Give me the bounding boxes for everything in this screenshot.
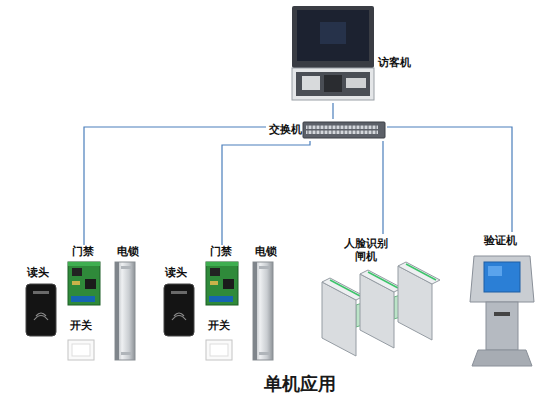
- device-label: 访客机: [374, 56, 414, 69]
- caption-area: 单机应用: [200, 372, 400, 396]
- device-label: 验证机: [480, 234, 520, 247]
- face-gate-part: [322, 278, 364, 300]
- network-cable: [332, 103, 333, 119]
- face-gate-part: [330, 280, 360, 296]
- verification-kiosk-part: [494, 312, 510, 316]
- network-switch-part: [303, 122, 385, 138]
- verification-kiosk: [470, 256, 534, 366]
- face-gate-part: [406, 264, 436, 280]
- verification-kiosk-part: [472, 350, 532, 366]
- caption-text: 单机应用: [200, 372, 400, 396]
- face-gate-part: [360, 270, 402, 292]
- face-gate-part: [368, 272, 398, 288]
- device-label: 人脸识别 闸机: [338, 237, 394, 263]
- face-gate-node: 人脸识别 闸机: [316, 234, 450, 360]
- device-label: 开关: [203, 319, 235, 332]
- reader-node: 读头: [160, 264, 198, 338]
- device-label: 电锁: [250, 245, 282, 258]
- switch-node: 交换机: [266, 119, 387, 141]
- controller-node: 门禁: [65, 245, 102, 307]
- lock-node: 电锁: [250, 245, 283, 362]
- device-label: 交换机: [267, 123, 303, 136]
- controller-node: 门禁: [203, 245, 240, 307]
- exit-switch-node: 开关: [203, 319, 236, 362]
- verification-kiosk-part: [484, 262, 520, 292]
- verification-kiosk-part: [488, 266, 502, 276]
- network-switch: [303, 122, 385, 138]
- face-gate-part: [398, 262, 440, 284]
- verification-kiosk-part: [486, 302, 518, 350]
- visitor-terminal-part: [296, 72, 370, 96]
- network-switch-part: [306, 124, 378, 135]
- face-gate: [322, 262, 440, 356]
- visitor-terminal-part: [297, 10, 369, 61]
- device-label: 门禁: [66, 245, 100, 258]
- exit-switch-node: 开关: [65, 319, 98, 362]
- reader-node: 读头: [22, 264, 60, 338]
- device-label: 电锁: [112, 245, 144, 258]
- device-label: 读头: [22, 266, 54, 279]
- visitor-terminal-part: [292, 68, 374, 100]
- visitor-terminal-part: [302, 76, 320, 90]
- device-label: 读头: [160, 266, 192, 279]
- kiosk-node: 验证机: [468, 232, 537, 368]
- device-label: 开关: [65, 319, 97, 332]
- device-label: 门禁: [204, 245, 238, 258]
- visitor-terminal-part: [324, 75, 342, 92]
- network-cable: [222, 141, 310, 245]
- visitor-terminal-part: [346, 78, 366, 88]
- network-cable: [387, 127, 512, 232]
- verification-kiosk-part: [470, 256, 534, 302]
- lock-node: 电锁: [112, 245, 145, 362]
- visitor-terminal-part: [320, 22, 346, 44]
- network-cable: [382, 141, 383, 234]
- visitor-terminal-node: 访客机: [288, 3, 415, 103]
- visitor-terminal-part: [292, 6, 374, 68]
- visitor-terminal: [292, 6, 374, 100]
